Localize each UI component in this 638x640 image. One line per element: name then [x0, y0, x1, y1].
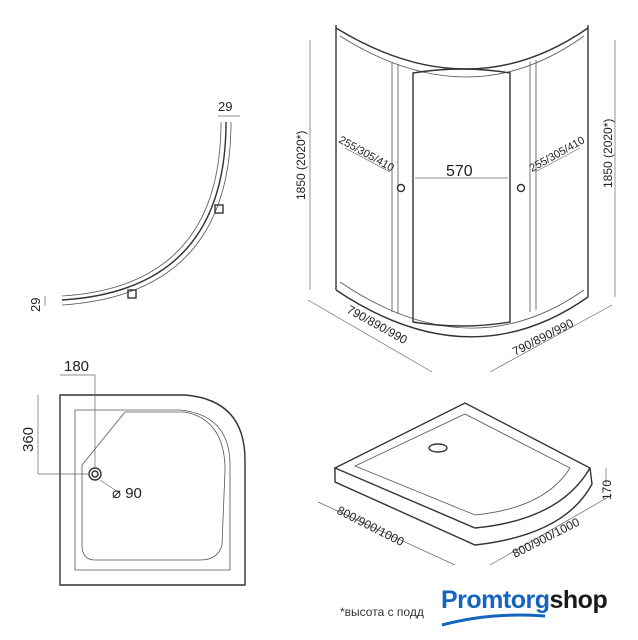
logo-swoosh	[441, 613, 546, 627]
dim-29-top: 29	[218, 99, 232, 114]
height-footnote: *высота с подд	[340, 605, 424, 619]
drain-icon	[88, 467, 102, 481]
dim-tray-height: 170	[600, 480, 614, 500]
dim-29-side: 29	[28, 298, 43, 312]
dim-drain-y: 360	[20, 427, 37, 452]
tray-plan-view: 180 360 ⌀ 90	[20, 358, 246, 586]
dim-tray-right: 800/900/1000	[510, 515, 582, 561]
dim-door-width: 570	[446, 163, 473, 180]
dim-drain-diameter: ⌀ 90	[112, 485, 142, 502]
tray-iso-view: 170 800/900/1000 800/900/1000	[317, 402, 614, 566]
dim-side-right: 255/305/410	[528, 134, 587, 174]
cabin-view: 570 1850 (2020*) 1850 (2020*) 255/305/41…	[294, 25, 616, 373]
brand-logo: Promtorgshop	[441, 586, 608, 614]
dim-drain-x: 180	[64, 358, 89, 375]
dim-height-right: 1850 (2020*)	[601, 119, 615, 188]
handle-icon	[516, 183, 526, 193]
dim-side-left: 255/305/410	[337, 134, 396, 174]
drain-icon	[428, 443, 448, 453]
top-plan-view: 29 29	[28, 99, 240, 312]
dim-height-left: 1850 (2020*)	[294, 131, 308, 200]
roller-icon	[127, 289, 137, 299]
handle-icon	[396, 183, 406, 193]
roller-icon	[214, 204, 224, 214]
